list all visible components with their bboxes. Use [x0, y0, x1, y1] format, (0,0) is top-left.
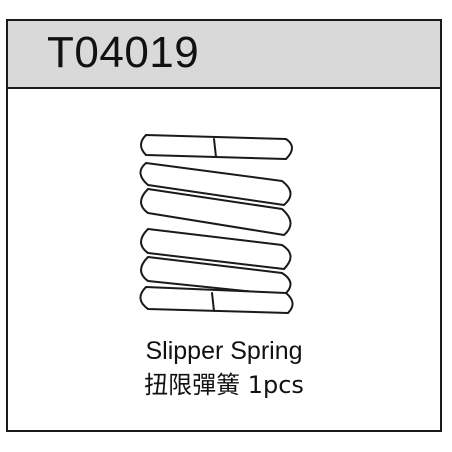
parts-card: T04019 Slipper Spring 扭限彈簧 1pcs — [6, 19, 442, 432]
part-number: T04019 — [47, 28, 200, 77]
part-name-english: Slipper Spring — [145, 337, 303, 365]
part-name-chinese-quantity: 扭限彈簧 1pcs — [144, 371, 304, 399]
coil-spring-icon — [139, 134, 294, 314]
card-header: T04019 — [8, 21, 440, 89]
